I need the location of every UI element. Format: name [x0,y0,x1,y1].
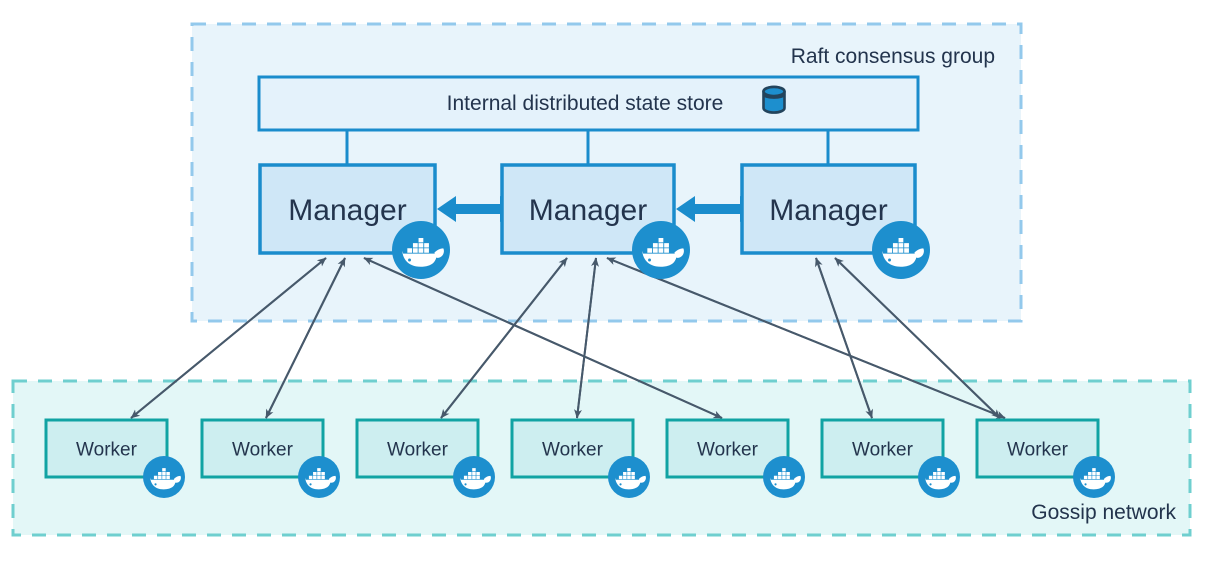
state-store-label: Internal distributed state store [447,92,724,115]
worker-2-label: Worker [232,440,294,461]
manager-peer-link-layer [437,196,759,222]
docker-icon-manager-2 [632,221,690,279]
edge-manager-1-to-worker-1 [130,257,327,419]
database-cylinder-icon [758,83,790,117]
docker-icon-worker-7 [1073,456,1115,498]
worker-node-2[interactable]: Worker [200,418,340,498]
manager-1-label: Manager [288,194,406,227]
docker-icon-worker-6 [918,456,960,498]
worker-node-6[interactable]: Worker [820,418,960,498]
edge-manager-1-to-worker-2 [265,257,346,419]
manager-link-2-3-arrow [676,196,759,222]
manager-node-3[interactable]: Manager [740,163,930,279]
worker-3-label: Worker [387,440,449,461]
edge-manager-2-to-worker-3 [440,257,568,419]
worker-node-1[interactable]: Worker [44,418,185,498]
worker-4-box[interactable] [510,418,635,479]
manager-link-1-2-arrow [437,196,519,222]
docker-icon-manager-3 [872,221,930,279]
manager-3-label: Manager [769,194,887,227]
edge-manager-2-to-worker-4 [574,257,597,419]
worker-5-label: Worker [697,440,759,461]
worker-node-4[interactable]: Worker [510,418,650,498]
gossip-network-group-label: Gossip network [1031,501,1176,524]
worker-1-label: Worker [76,440,138,461]
docker-icon-worker-5 [763,456,805,498]
raft-consensus-group-label: Raft consensus group [791,45,995,68]
manager-2-label: Manager [529,194,647,227]
worker-node-3[interactable]: Worker [355,418,495,498]
docker-icon-worker-4 [608,456,650,498]
state-store-box[interactable] [257,75,920,132]
worker-4-label: Worker [542,440,604,461]
worker-6-label: Worker [852,440,914,461]
manager-node-1[interactable]: Manager [258,163,450,279]
worker-7-label: Worker [1007,440,1069,461]
docker-icon-manager-1 [392,221,450,279]
worker-node-7[interactable]: Worker [975,418,1115,498]
manager-worker-down-arrow-layer [130,257,1006,419]
docker-icon-worker-3 [453,456,495,498]
internal-distributed-state-store[interactable]: Internal distributed state store [257,75,920,132]
edge-manager-3-to-worker-6 [815,257,873,419]
manager-node-2[interactable]: Manager [500,163,690,279]
edge-manager-2-to-worker-7 [606,257,1006,419]
docker-icon-worker-2 [298,456,340,498]
state-store-connector-layer [345,130,830,167]
docker-icon-worker-1 [143,456,185,498]
edge-manager-1-to-worker-5 [363,257,723,419]
worker-node-5[interactable]: Worker [665,418,805,498]
edge-manager-3-to-worker-7b [834,257,1001,419]
